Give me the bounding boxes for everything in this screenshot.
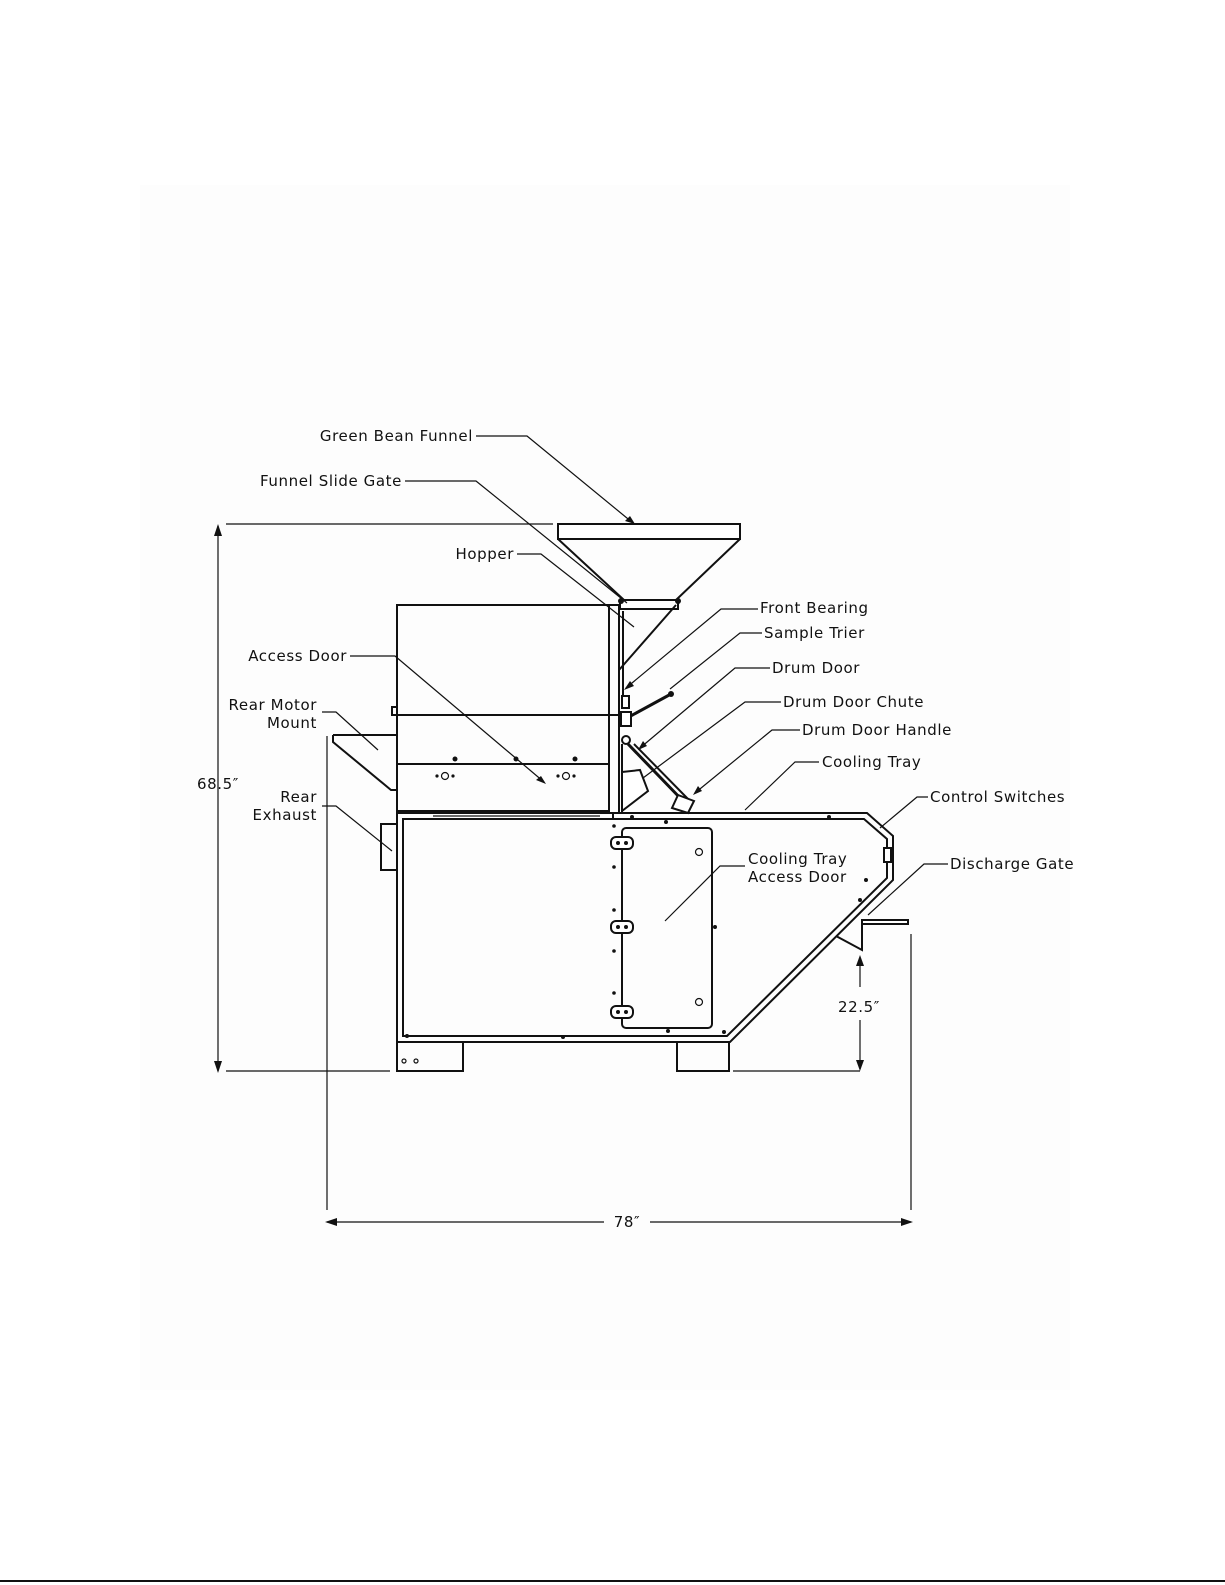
label-cooling-tray: Cooling Tray [822,753,921,771]
front-bearing [622,696,629,708]
label-drum-door: Drum Door [772,659,860,677]
label-rear-motor-mount-line1: Rear Motor [229,696,318,714]
hinge-top [611,837,633,849]
label-front-bearing: Front Bearing [760,599,869,617]
label-cooling-tray-access-door-line1: Cooling Tray [748,850,847,868]
label-sample-trier: Sample Trier [764,624,865,642]
dimension-width-label: 78″ [614,1213,641,1231]
label-funnel-slide-gate: Funnel Slide Gate [260,472,402,490]
dimension-height-label: 68.5″ [197,775,239,793]
control-switches [884,848,891,862]
label-cooling-tray-access-door-line2: Access Door [748,868,847,886]
label-control-switches: Control Switches [930,788,1065,806]
label-green-bean-funnel: Green Bean Funnel [320,427,473,445]
label-rear-exhaust-line2: Exhaust [253,806,317,824]
label-rear-motor-mount-line2: Mount [267,714,317,732]
hinge-bottom [611,1006,633,1018]
page-bottom-rule [0,1580,1225,1582]
label-access-door: Access Door [248,647,347,665]
label-drum-door-chute: Drum Door Chute [783,693,924,711]
dimension-discharge-height-label: 22.5″ [838,998,880,1016]
label-rear-exhaust-line1: Rear [280,788,317,806]
hinge-middle [611,921,633,933]
label-discharge-gate: Discharge Gate [950,855,1074,873]
label-hopper: Hopper [456,545,515,563]
funnel-slide-gate [618,598,681,609]
label-drum-door-handle: Drum Door Handle [802,721,952,739]
